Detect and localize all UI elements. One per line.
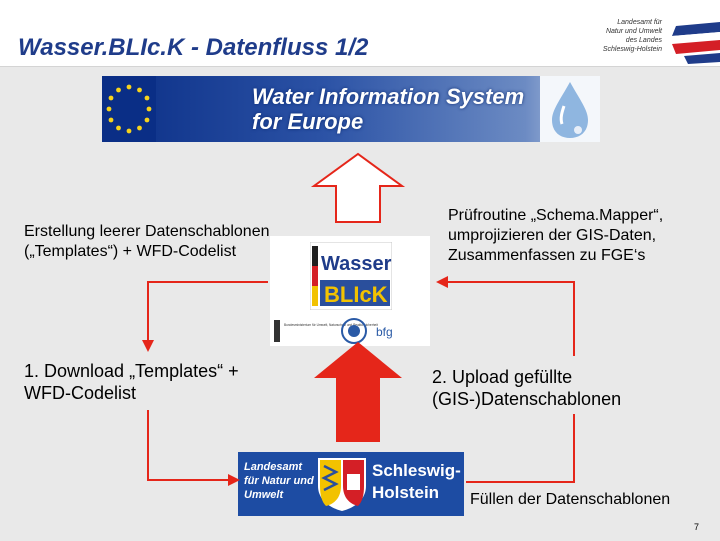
template-creation-text: Erstellung leerer Datenschablonen („Temp…	[24, 223, 270, 260]
step-2-upload-text: 2. Upload gefüllte (GIS-)Datenschablonen	[432, 367, 622, 409]
wasserblick-logo: Wasser BLIcK	[310, 242, 392, 310]
org-line-2: Natur und Umwelt	[605, 28, 662, 35]
lanu-name: Landesamt für Natur und Umwelt	[244, 461, 314, 501]
step-1-download-text: 1. Download „Templates“ + WFD-Codelist	[24, 361, 239, 403]
fill-templates-label: Füllen der Datenschablonen	[470, 491, 671, 508]
partner-logos: Bundesministerium für Umwelt, Naturschut…	[270, 316, 430, 346]
wise-banner-line-2: for Europe	[252, 109, 364, 134]
org-line-4: Schleswig-Holstein	[602, 46, 662, 53]
org-line-1: Landesamt für	[617, 19, 662, 26]
wasserblick-bottom-text: BLIcK	[324, 282, 388, 307]
lanu-region: Schleswig-Holstein	[372, 461, 461, 502]
wasserblick-top-text: Wasser	[321, 253, 392, 275]
flag-logo	[672, 22, 720, 64]
wise-banner-line-1: Water Information System	[252, 84, 525, 109]
org-line-3: des Landes	[625, 37, 662, 44]
wise-banner-text: Water Information System for Europe	[252, 84, 552, 134]
wise-banner: Water Information System for Europe	[102, 76, 600, 142]
org-name: Landesamt für Natur und Umwelt des Lande…	[560, 18, 662, 54]
page-number: 7	[694, 522, 700, 532]
water-drop-icon	[540, 76, 600, 142]
schema-mapper-text: Prüfroutine „Schema.Mapper“, umprojizier…	[448, 207, 664, 264]
bfg-logo-text: bfg	[376, 325, 393, 339]
bmu-logo-text: Bundesministerium für Umwelt, Naturschut…	[284, 323, 378, 327]
wasserblick-box: Wasser BLIcK Bundesministerium für Umwel…	[270, 236, 430, 346]
eu-stars-icon	[102, 76, 156, 142]
page-title: Wasser.BLIc.K - Datenfluss 1/2	[18, 34, 369, 61]
lanu-logo: Landesamt für Natur und Umwelt Schleswig…	[238, 452, 464, 516]
coat-of-arms-icon	[318, 458, 366, 511]
